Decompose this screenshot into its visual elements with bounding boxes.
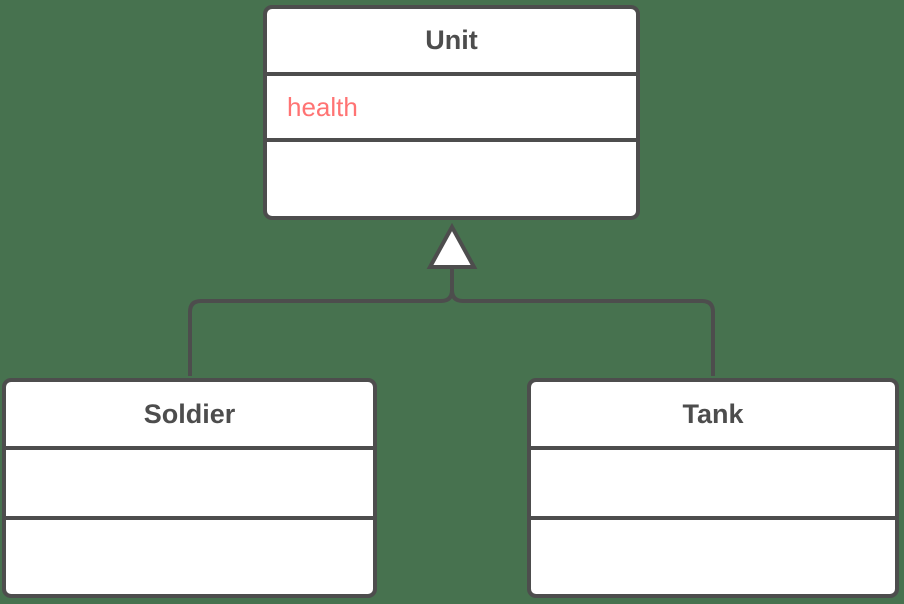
class-box-soldier[interactable]: Soldier bbox=[2, 378, 377, 598]
class-title-soldier: Soldier bbox=[143, 398, 236, 429]
class-attributes-unit: health bbox=[267, 72, 636, 142]
class-methods-unit bbox=[267, 142, 636, 216]
class-box-tank[interactable]: Tank bbox=[527, 378, 899, 598]
class-attributes-soldier bbox=[6, 446, 373, 520]
class-methods-soldier bbox=[6, 520, 373, 594]
inheritance-connector-tank[interactable] bbox=[450, 267, 715, 376]
class-attributes-tank bbox=[531, 446, 895, 520]
class-methods-tank bbox=[531, 520, 895, 594]
class-title-unit: Unit bbox=[425, 25, 478, 55]
inheritance-connector-soldier[interactable] bbox=[188, 267, 454, 376]
class-title-tank: Tank bbox=[682, 398, 744, 429]
class-box-unit[interactable]: Unit health bbox=[263, 5, 640, 220]
inheritance-arrow-icon bbox=[426, 222, 478, 269]
attribute-health: health bbox=[287, 91, 358, 122]
